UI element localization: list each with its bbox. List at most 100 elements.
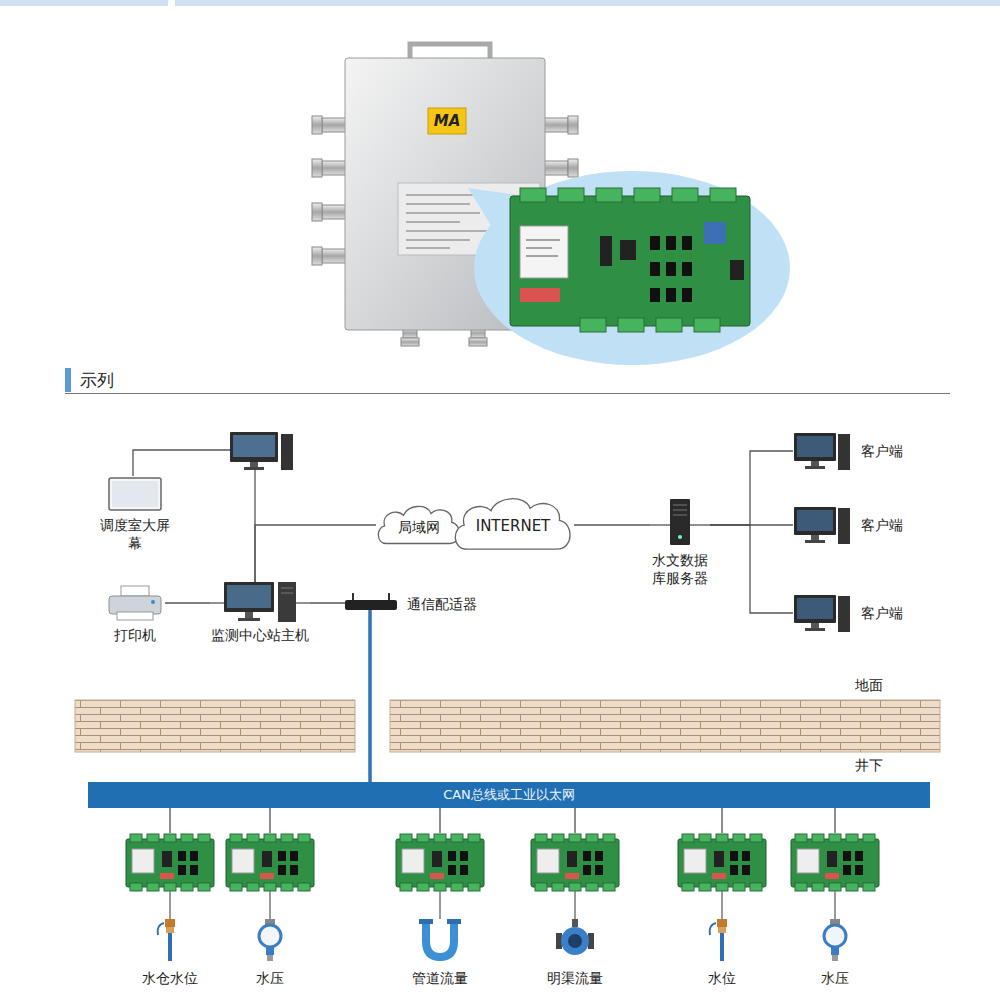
sensor-icon-part (181, 883, 193, 891)
sensor-icon-part (130, 883, 142, 891)
client-node: 客户端 (793, 430, 913, 472)
printer-icon-part (117, 612, 153, 620)
sensor-icon-part (147, 834, 159, 842)
server-icon-part (650, 524, 670, 525)
connector-line (834, 808, 836, 833)
sensor-icon-part (426, 923, 454, 957)
host-icon-part (224, 582, 274, 612)
sensor-icon-part (130, 834, 142, 842)
top-bar-part (0, 0, 168, 6)
client-icon (793, 592, 851, 634)
sensor-icon-part (190, 851, 198, 861)
sensor-icon-part (298, 883, 310, 891)
section-title: 示列 (80, 368, 114, 392)
client-icon (793, 504, 851, 546)
sensor-icon-part (269, 891, 271, 919)
sensor-icon-part (812, 883, 824, 891)
sensor-icon-part (400, 834, 412, 842)
board-callout-part (520, 288, 560, 302)
node-label: 水位 (708, 969, 736, 987)
node-label: 打印机 (114, 626, 156, 644)
host-icon-part (296, 602, 310, 603)
screen-icon (107, 476, 163, 512)
sensor-icon-part (714, 851, 724, 867)
sensor-icon-part (797, 849, 819, 873)
board-callout-part (520, 188, 546, 202)
sensor-icon-part (603, 883, 615, 891)
sensor-icon (120, 833, 220, 965)
board-callout-part (730, 260, 744, 280)
sensor-icon-part (855, 851, 863, 861)
sensor-icon-part (863, 883, 875, 891)
sensor-icon-part (230, 883, 242, 891)
sensor-icon-part (402, 849, 424, 873)
sensor-icon-part (162, 851, 172, 867)
sensor-icon-part (574, 891, 576, 919)
sensor-icon-part (569, 834, 581, 842)
screen-icon-part (112, 481, 158, 507)
workstation-icon-part (254, 470, 255, 582)
sensor-icon-part (198, 834, 210, 842)
sensor-icon-part (742, 865, 750, 875)
sensor-icon-part (733, 834, 745, 842)
top-bar (0, 0, 1000, 6)
sensor-icon-part (147, 883, 159, 891)
sensor-icon-part (419, 919, 433, 924)
sensor-icon-part (535, 883, 547, 891)
sensor-icon-part (290, 865, 298, 875)
workstation-icon-part (281, 434, 293, 470)
sensor-icon-part (178, 865, 186, 875)
sensor-icon-part (831, 947, 839, 955)
sensor-icon-part (178, 851, 186, 861)
node-label: 水压 (821, 969, 849, 987)
sensor-icon-part (168, 933, 172, 961)
node-label: 客户端 (861, 516, 903, 534)
sensor-icon-part (678, 839, 766, 887)
enclosure-photo-part (428, 136, 466, 142)
board-callout (468, 171, 790, 365)
sensor-icon-part (832, 955, 838, 961)
sensor-icon (220, 833, 320, 965)
sensor-icon-part (439, 891, 441, 919)
board-callout-part (672, 188, 698, 202)
display-node: 调度室大屏幕 (95, 476, 175, 552)
sensor-icon-part (846, 883, 858, 891)
board-callout-part (580, 318, 606, 332)
sensor-node: 明渠流量 (525, 833, 625, 987)
node-label: 监测中心站主机 (211, 626, 309, 644)
top-bar-part (175, 0, 1000, 6)
cloud-outline-part (378, 506, 459, 543)
adapter-icon (345, 592, 397, 616)
sensor-icon-part (718, 927, 726, 933)
node-label: 水仓水位 (142, 969, 198, 987)
enclosure-photo-part (544, 118, 568, 132)
sensor-icon-part (264, 883, 276, 891)
sensor-icon-part (716, 883, 728, 891)
board-callout-part (666, 262, 676, 276)
sensor-icon-part (230, 834, 242, 842)
adapter-icon-part (352, 593, 354, 600)
workstation-icon-part (233, 435, 275, 457)
sensor-icon-part (569, 883, 581, 891)
sensor-icon-part (843, 865, 851, 875)
server-icon-part (678, 535, 682, 539)
connector-line (721, 808, 723, 833)
sensor-icon-part (247, 883, 259, 891)
sensor-icon-part (164, 883, 176, 891)
sensor-icon-part (682, 883, 694, 891)
sensor-icon-part (278, 865, 286, 875)
sensor-icon-part (824, 925, 846, 947)
sensor-icon-part (552, 883, 564, 891)
workstation-icon-part (250, 462, 258, 467)
workstation-icon-part (230, 432, 278, 462)
board-callout-part (682, 236, 692, 250)
sensor-icon-part (721, 891, 723, 919)
connector-line (710, 451, 793, 525)
client-icon-part (794, 595, 836, 623)
sensor-icon-part (531, 839, 619, 887)
client-node: 客户端 (793, 504, 913, 546)
sensor-icon-part (827, 851, 837, 867)
board-callout-part (520, 226, 568, 278)
sensor-icon-part (451, 883, 463, 891)
sensor-icon-part (266, 947, 274, 955)
